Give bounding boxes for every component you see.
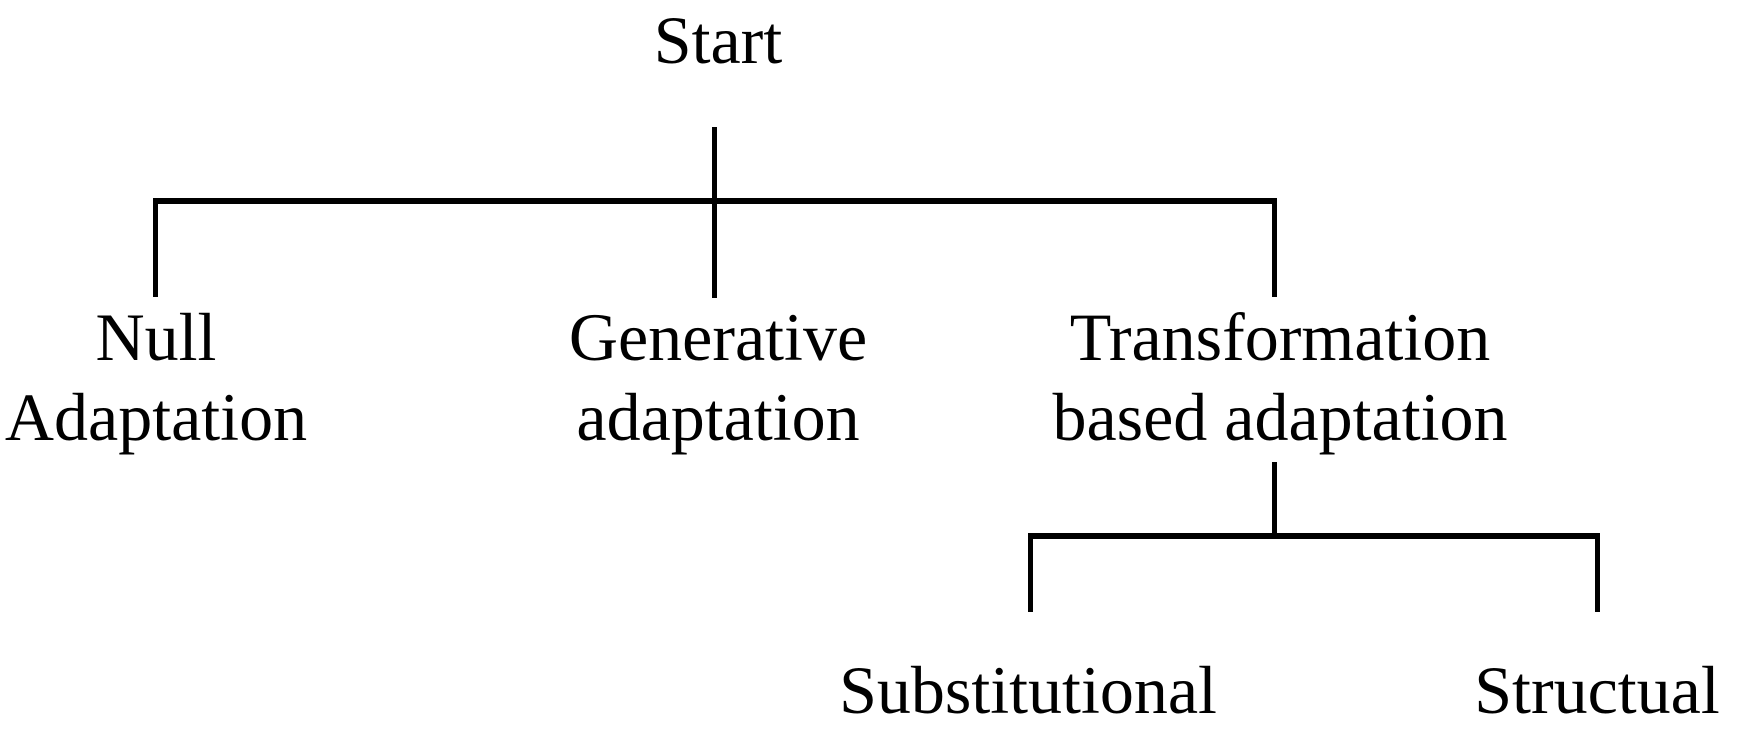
node-start: Start [654, 0, 782, 80]
node-generative-adaptation: Generative adaptation [569, 297, 867, 457]
level1-right-drop-line [1272, 198, 1277, 297]
transformation-stem-line [1272, 462, 1277, 533]
level2-right-drop-line [1595, 533, 1600, 612]
node-substitutional: Substitutional [839, 650, 1217, 730]
node-generative-adaptation-line1: Generative [568, 299, 868, 375]
node-null-adaptation-line2: Adaptation [4, 379, 308, 455]
node-generative-adaptation-line2: adaptation [576, 379, 860, 455]
root-stem-line [712, 127, 717, 298]
level1-left-drop-line [153, 198, 158, 297]
level2-horizontal-bar-line [1028, 533, 1600, 539]
node-substitutional-label: Substitutional [839, 652, 1217, 728]
level2-left-drop-line [1028, 533, 1033, 612]
level1-horizontal-bar-line [153, 198, 1277, 204]
node-null-adaptation-line1: Null [95, 299, 217, 375]
node-structual: Structual [1474, 650, 1720, 730]
node-transformation-based-adaptation: Transformation based adaptation [1052, 297, 1507, 457]
node-transformation-line2: based adaptation [1052, 379, 1508, 455]
node-start-label: Start [653, 2, 783, 78]
node-transformation-line1: Transformation [1069, 299, 1491, 375]
node-structual-label: Structual [1474, 652, 1720, 728]
node-null-adaptation: Null Adaptation [5, 297, 307, 457]
